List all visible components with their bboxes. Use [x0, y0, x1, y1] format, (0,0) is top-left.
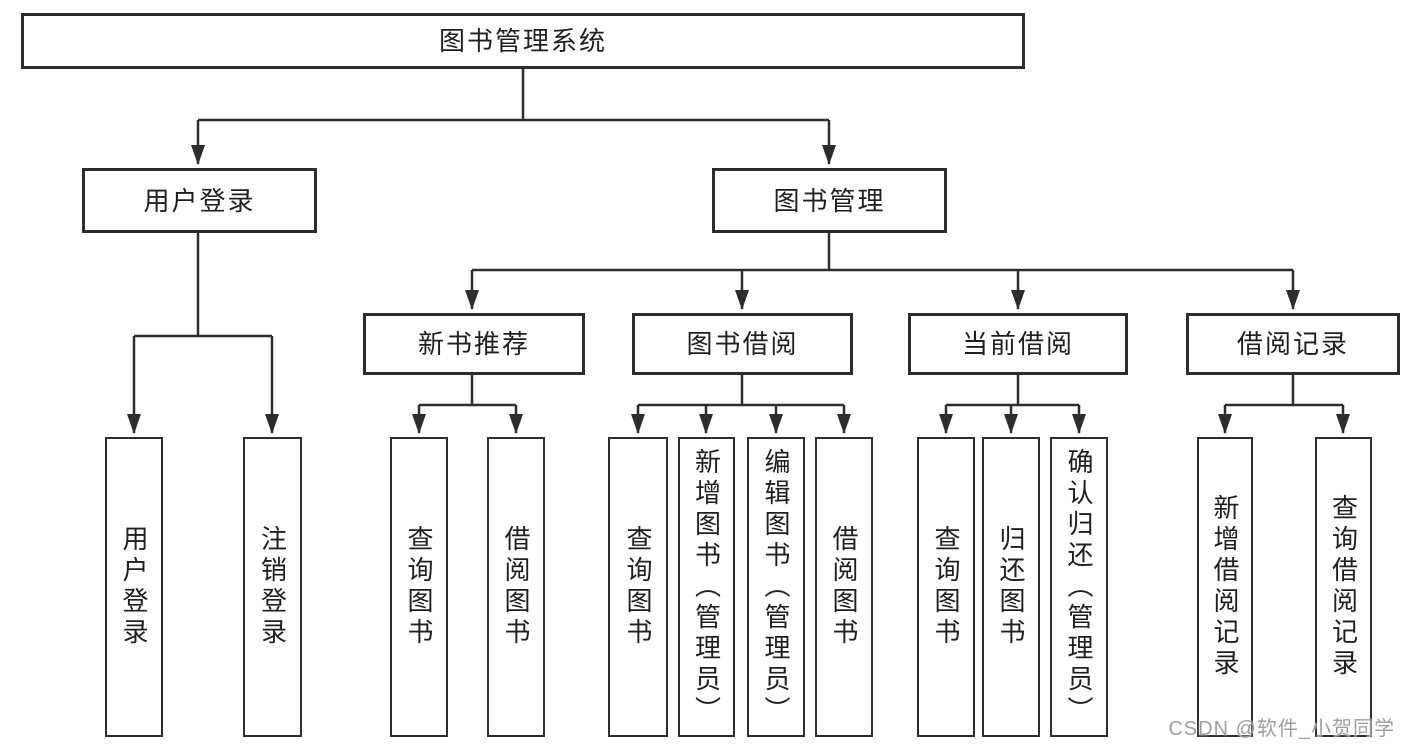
- leaf-borrow-query-label: 查询图书: [623, 525, 653, 649]
- leaf-current-confirm-admin: 确认归还（管理员）: [1050, 437, 1108, 737]
- node-borrow-records: 借阅记录: [1186, 313, 1400, 375]
- leaf-borrow-query: 查询图书: [608, 437, 668, 737]
- leaf-record-add-label: 新增借阅记录: [1210, 494, 1240, 680]
- leaf-record-query: 查询借阅记录: [1315, 437, 1372, 737]
- leaf-record-query-label: 查询借阅记录: [1328, 494, 1359, 680]
- node-user-login-label: 用户登录: [143, 185, 256, 216]
- leaf-current-return: 归还图书: [982, 437, 1040, 737]
- leaf-newbook-query: 查询图书: [390, 437, 448, 737]
- leaf-borrow-edit-admin: 编辑图书（管理员）: [747, 437, 805, 737]
- leaf-user-login-label: 用户登录: [119, 525, 149, 649]
- node-newbook-recommend: 新书推荐: [363, 313, 585, 375]
- leaf-newbook-borrow: 借阅图书: [487, 437, 545, 737]
- node-newbook-recommend-label: 新书推荐: [417, 329, 530, 359]
- connector-newbook-to-leaves: [412, 375, 523, 434]
- node-book-borrow-label: 图书借阅: [686, 329, 799, 359]
- leaf-borrow-book: 借阅图书: [815, 437, 873, 737]
- leaf-current-confirm-admin-label: 确认归还（管理员）: [1064, 447, 1094, 727]
- connector-records-to-leaves: [1218, 375, 1350, 434]
- node-borrow-records-label: 借阅记录: [1236, 329, 1349, 359]
- leaf-newbook-borrow-label: 借阅图书: [501, 525, 531, 649]
- leaf-user-login: 用户登录: [105, 437, 163, 737]
- connector-root-to-level2: [191, 69, 836, 165]
- node-user-login: 用户登录: [82, 168, 317, 233]
- leaf-borrow-add-admin: 新增图书（管理员）: [678, 437, 735, 737]
- leaf-newbook-query-label: 查询图书: [404, 525, 434, 649]
- leaf-borrow-add-admin-label: 新增图书（管理员）: [691, 447, 722, 727]
- node-book-mgmt: 图书管理: [712, 168, 947, 233]
- node-book-borrow: 图书借阅: [632, 313, 853, 375]
- connector-current-to-leaves: [939, 375, 1086, 434]
- connector-login-to-leaves: [127, 233, 279, 434]
- connector-borrow-to-leaves: [631, 375, 851, 434]
- node-current-borrow: 当前借阅: [908, 313, 1128, 375]
- leaf-record-add: 新增借阅记录: [1197, 437, 1253, 737]
- node-root-label: 图书管理系统: [438, 26, 607, 56]
- csdn-watermark: CSDN @软件_小贺同学: [1168, 718, 1395, 740]
- leaf-current-return-label: 归还图书: [996, 525, 1026, 649]
- node-root-library-system: 图书管理系统: [21, 13, 1025, 69]
- leaf-logout: 注销登录: [243, 437, 302, 737]
- leaf-current-query-label: 查询图书: [931, 525, 961, 649]
- leaf-borrow-book-label: 借阅图书: [829, 525, 859, 649]
- node-book-mgmt-label: 图书管理: [773, 185, 886, 216]
- leaf-logout-label: 注销登录: [257, 525, 288, 649]
- leaf-current-query: 查询图书: [917, 437, 975, 737]
- node-current-borrow-label: 当前借阅: [961, 329, 1074, 359]
- connector-mgmt-to-level3: [465, 233, 1300, 310]
- leaf-borrow-edit-admin-label: 编辑图书（管理员）: [761, 447, 791, 727]
